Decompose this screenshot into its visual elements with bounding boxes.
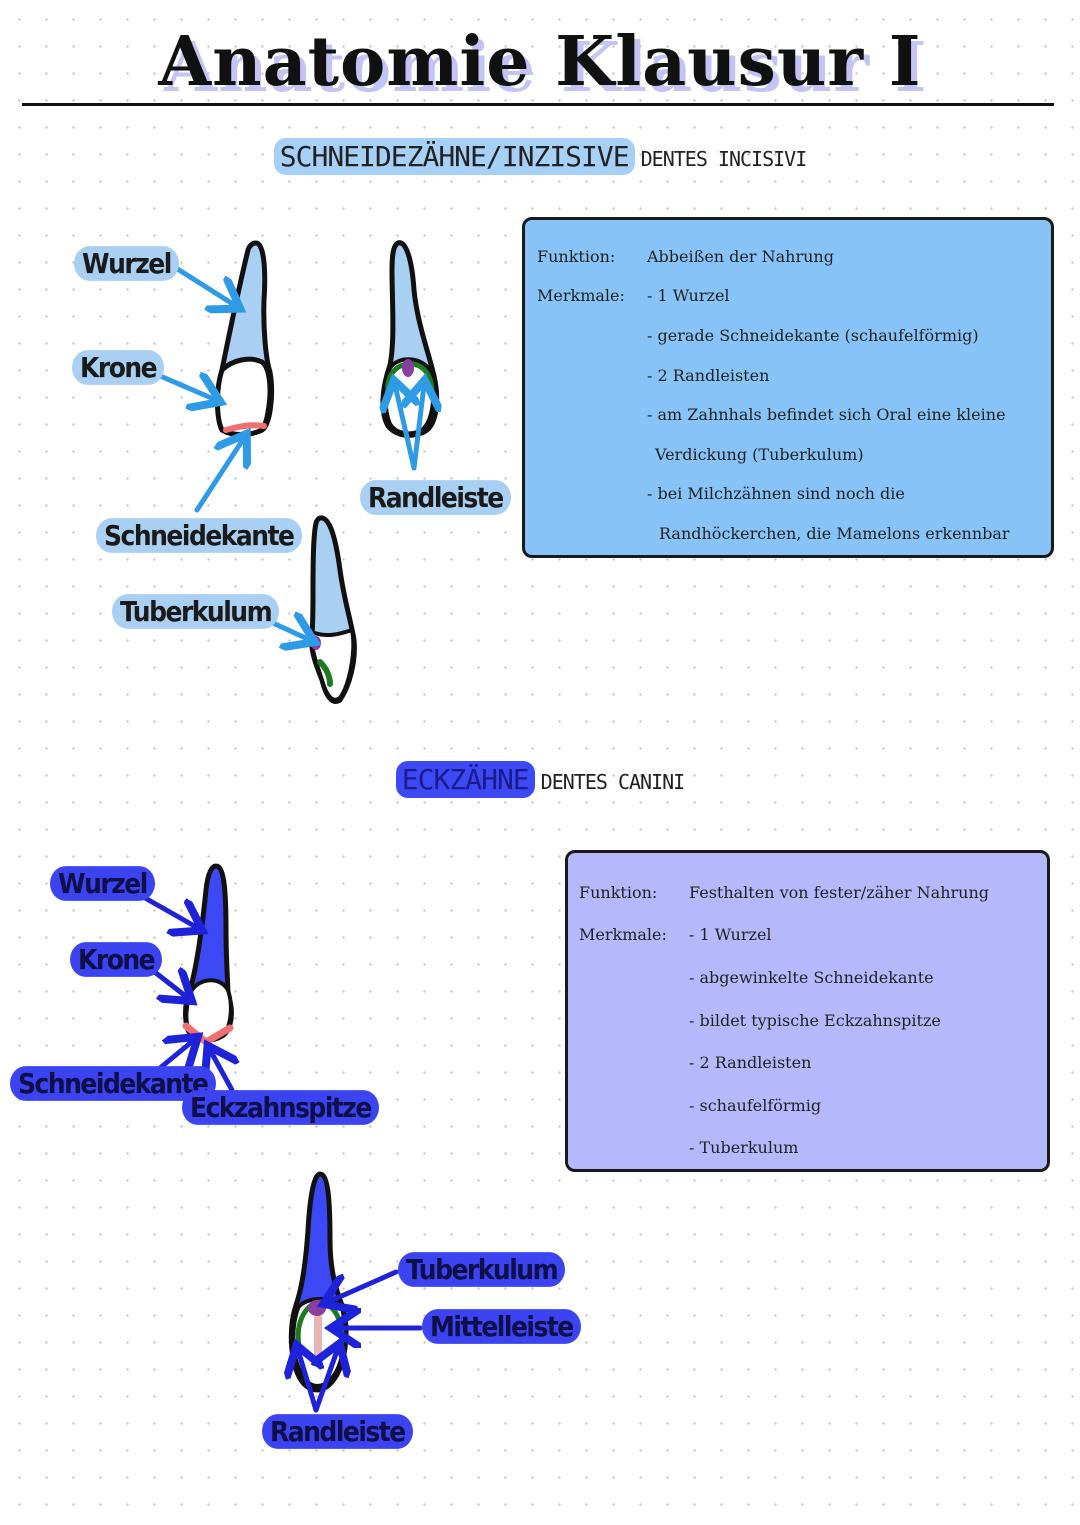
features-key: Merkmale:	[579, 925, 667, 944]
incisor-info-box: Funktion: Abbeißen der Nahrung Merkmale:…	[522, 217, 1054, 558]
page-title: Anatomie Klausur I	[158, 22, 922, 102]
label-krone: Krone	[70, 942, 163, 977]
title-underline	[22, 103, 1054, 106]
function-value: Festhalten von fester/zäher Nahrung	[689, 883, 990, 902]
label-randleiste: Randleiste	[262, 1414, 413, 1449]
arrow-randleiste-1b	[414, 385, 424, 471]
label-tuberkulum: Tuberkulum	[398, 1252, 566, 1287]
label-schneidekante: Schneidekante	[96, 518, 302, 553]
function-key: Funktion:	[537, 247, 616, 266]
section-heading-latin: DENTES INCISIVI	[640, 147, 808, 171]
feature-item: - bildet typische Eckzahnspitze	[689, 1011, 941, 1030]
section-heading-main: ECKZÄHNE	[395, 761, 535, 798]
features-key: Merkmale:	[537, 286, 625, 305]
function-value: Abbeißen der Nahrung	[647, 247, 834, 266]
feature-item: - bei Milchzähnen sind noch die	[647, 484, 905, 503]
feature-item: - 1 Wurzel	[689, 925, 772, 944]
arrow-wurzel-2	[135, 891, 198, 928]
arrow-schneidekante-2	[157, 1040, 194, 1068]
feature-item: Randhöckerchen, die Mamelons erkennbar	[659, 524, 1010, 543]
arrow-krone-1	[155, 375, 216, 400]
label-wurzel: Wurzel	[50, 866, 155, 901]
feature-item: - abgewinkelte Schneidekante	[689, 968, 934, 987]
incisor-palatal-tooth	[380, 240, 440, 438]
feature-item: Verdickung (Tuberkulum)	[655, 445, 864, 464]
arrow-eckzahnspitze	[210, 1050, 232, 1093]
arrow-tuberkulum-2	[328, 1269, 399, 1302]
incisor-side-tooth	[309, 515, 357, 704]
feature-item: - gerade Schneidekante (schaufelförmig)	[647, 326, 979, 345]
label-tuberkulum: Tuberkulum	[112, 594, 280, 629]
arrow-schneidekante-1	[194, 438, 244, 513]
arrow-wurzel-1	[173, 265, 236, 306]
label-randleiste: Randleiste	[360, 480, 511, 515]
label-eckzahnspitze: Eckzahnspitze	[182, 1090, 379, 1125]
feature-item: - Tuberkulum	[689, 1138, 799, 1157]
feature-item: - am Zahnhals befindet sich Oral eine kl…	[647, 405, 1006, 424]
feature-item: - schaufelförmig	[689, 1096, 822, 1115]
canine-labial-tooth	[182, 863, 234, 1046]
label-schneidekante: Schneidekante	[10, 1066, 216, 1101]
feature-item: - 1 Wurzel	[647, 286, 730, 305]
function-key: Funktion:	[579, 883, 658, 902]
section-heading-latin: DENTES CANINI	[540, 770, 686, 794]
incisor-labial-tooth	[215, 240, 275, 437]
arrow-randleiste-2a	[298, 1350, 316, 1413]
arrow-randleiste-2b	[316, 1348, 338, 1413]
arrow-randleiste-1a	[395, 385, 414, 471]
feature-item: - 2 Randleisten	[647, 366, 770, 385]
label-mittelleiste: Mittelleiste	[422, 1309, 581, 1344]
feature-item: - 2 Randleisten	[689, 1053, 812, 1072]
canine-info-box: Funktion: Festhalten von fester/zäher Na…	[565, 850, 1050, 1172]
section-heading-main: SCHNEIDEZÄHNE/INZISIVE	[273, 138, 635, 175]
label-wurzel: Wurzel	[74, 246, 179, 281]
label-krone: Krone	[72, 350, 165, 385]
